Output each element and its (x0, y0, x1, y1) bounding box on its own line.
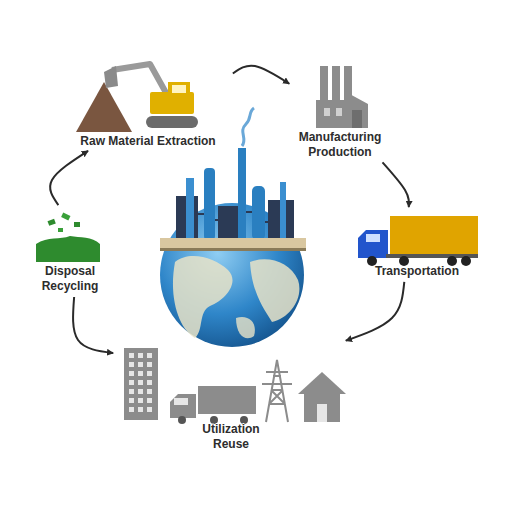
cycle-arrow (73, 297, 113, 353)
refinery-tower (280, 182, 286, 240)
cycle-stage: Transportation (352, 210, 482, 279)
cycle-stage: Manufacturing Production (292, 60, 388, 160)
building-window (138, 407, 143, 412)
building-window (138, 398, 143, 403)
lorry-cab (170, 394, 196, 418)
lorry-box (198, 386, 256, 414)
refinery-tower (186, 178, 194, 240)
refinery-tower (252, 186, 265, 240)
cycle-arrow (233, 66, 289, 84)
excavator-track (146, 116, 198, 128)
refinery-pipes (198, 212, 268, 222)
house-wall (304, 392, 340, 422)
house-door (317, 404, 327, 422)
power-pylon (262, 360, 292, 422)
building-windows (129, 353, 152, 412)
building-window (129, 389, 134, 394)
building-window (147, 380, 152, 385)
stage-label: Transportation (352, 264, 482, 279)
building-window (147, 398, 152, 403)
cycle-stage: Utilization Reuse (116, 342, 346, 452)
building-window (147, 362, 152, 367)
stage-label: Disposal Recycling (28, 264, 112, 294)
truck-icon (358, 216, 478, 266)
factory-window (336, 108, 342, 116)
excavator-window (172, 85, 186, 93)
building-window (138, 380, 143, 385)
factory-icon (316, 66, 368, 128)
building-window (147, 407, 152, 412)
truck-wheel (461, 256, 471, 266)
continent (173, 256, 233, 338)
refinery-building (218, 206, 238, 240)
building-window (138, 371, 143, 376)
truck-trailer (390, 216, 478, 254)
lorry-window (174, 398, 188, 405)
building-window (129, 398, 134, 403)
waste-bit (74, 222, 80, 227)
building-window (147, 371, 152, 376)
factory-building (316, 92, 368, 128)
excavator-bucket (104, 66, 118, 88)
refinery (160, 108, 306, 251)
smoke (242, 108, 254, 146)
waste-bit (47, 219, 55, 226)
building-window (129, 371, 134, 376)
house-roof (298, 372, 346, 394)
cycle-arrow (346, 282, 405, 341)
factory-window (324, 108, 330, 116)
refinery-tower (204, 168, 215, 240)
waste-pile-icon (36, 212, 100, 262)
building-window (129, 353, 134, 358)
continent (236, 317, 255, 338)
truck-window (366, 234, 380, 242)
factory-chimney (332, 66, 340, 100)
cycle-stage: Disposal Recycling (28, 208, 112, 294)
waste-pile (36, 236, 100, 262)
cycle-arrow (50, 151, 88, 205)
refinery-base-edge (160, 248, 306, 251)
building-window (129, 407, 134, 412)
excavator-icon (76, 64, 198, 132)
dirt-pile (76, 82, 132, 132)
stage-label: Manufacturing Production (292, 130, 388, 160)
truck-cab (358, 230, 388, 258)
cycle-arrow (383, 162, 409, 207)
building-window (129, 380, 134, 385)
factory-chimney (320, 66, 328, 100)
stage-label: Utilization Reuse (189, 422, 273, 452)
building-window (147, 353, 152, 358)
continent (250, 259, 299, 322)
factory-door (352, 110, 362, 128)
building-window (138, 353, 143, 358)
cycle-stage: Raw Material Extraction (66, 56, 230, 149)
lorry-wheel (178, 416, 186, 424)
stage-label: Raw Material Extraction (66, 134, 230, 149)
building-window (138, 389, 143, 394)
waste-bit (58, 228, 63, 232)
waste-bit (61, 212, 70, 220)
building-window (138, 362, 143, 367)
building-window (147, 389, 152, 394)
refinery-base (160, 238, 306, 250)
office-building (124, 348, 158, 420)
building-window (129, 362, 134, 367)
refinery-chimney (238, 148, 246, 240)
utilization-icons (124, 348, 346, 424)
excavator-cab (168, 82, 190, 96)
